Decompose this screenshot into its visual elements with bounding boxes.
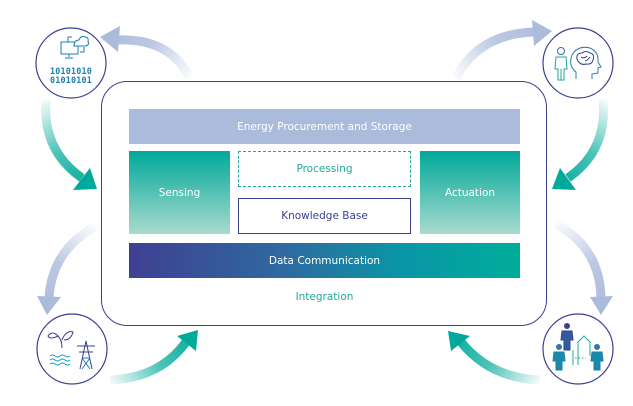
arrow-right-down [552, 99, 609, 190]
buildings-icon [572, 335, 591, 365]
arrow-left-down [41, 99, 97, 190]
actuation-block: Actuation [420, 151, 520, 234]
energy-procurement-storage-layer: Energy Procurement and Storage [129, 109, 520, 144]
sensing-block: Sensing [129, 151, 230, 234]
people-icon [552, 323, 604, 371]
arrow-bottom-right [448, 331, 541, 385]
sensing-label: Sensing [158, 186, 201, 199]
data-communication-label: Data Communication [268, 254, 381, 267]
energy-layer-label: Energy Procurement and Storage [237, 120, 412, 133]
binary-line-2: 01010101 [50, 75, 92, 85]
knowledge-base-block: Knowledge Base [238, 198, 411, 234]
arrow-right-bottom [553, 220, 613, 315]
water-waves-icon [49, 354, 71, 366]
integration-label: Integration [295, 291, 354, 303]
arrow-bottom-left [109, 330, 198, 385]
actuation-label: Actuation [444, 186, 496, 199]
person-icon [554, 47, 568, 81]
knowledge-base-label: Knowledge Base [281, 210, 368, 222]
circle-human-cognition [542, 27, 614, 99]
binary-line-1: 10101010 [50, 66, 92, 76]
power-pylon-icon [77, 340, 95, 370]
arrow-top-left [100, 26, 195, 81]
brain-head-icon [570, 46, 602, 79]
processing-label: Processing [296, 163, 353, 175]
circle-computing-data: 10101010 01010101 [35, 27, 107, 99]
data-communication-layer: Data Communication [129, 243, 520, 278]
processing-block: Processing [238, 151, 411, 187]
arrow-left-bottom [37, 222, 99, 315]
circle-environment-energy [36, 313, 108, 385]
computer-cloud-icon [60, 35, 90, 59]
arrow-top-right [451, 20, 552, 81]
circle-society-community [542, 313, 614, 385]
plant-icon [47, 331, 74, 349]
